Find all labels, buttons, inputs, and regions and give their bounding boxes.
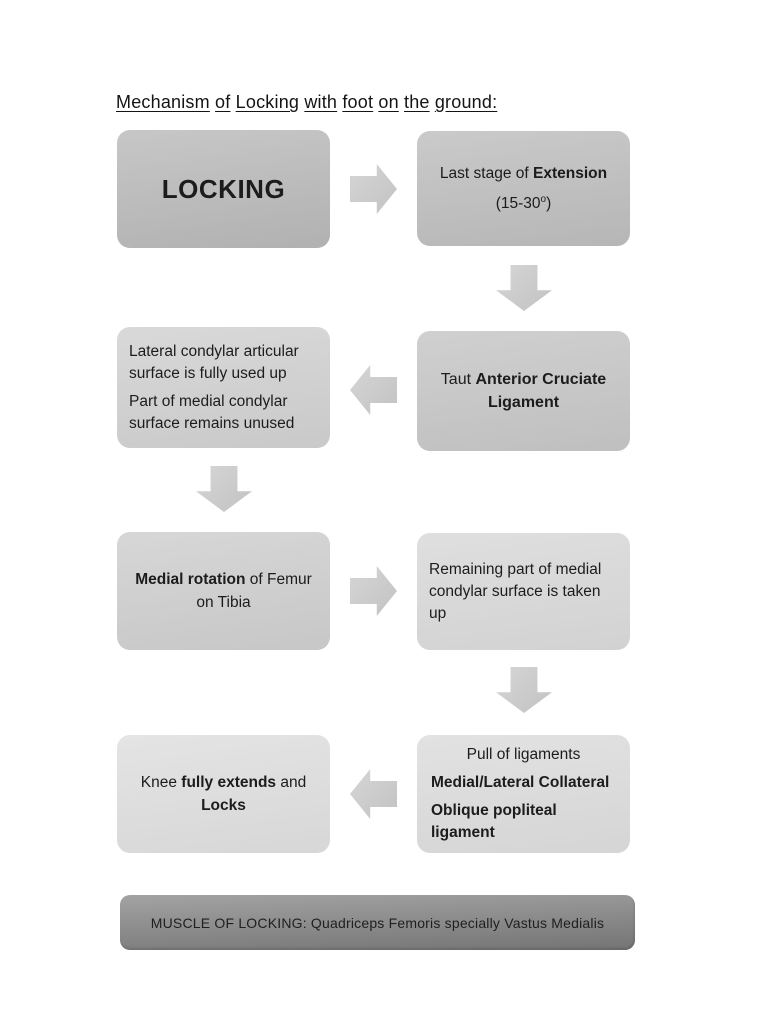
arrow-down-icon — [496, 265, 552, 311]
muscle-of-locking-banner: MUSCLE OF LOCKING: Quadriceps Femoris sp… — [120, 895, 635, 950]
page-title: Mechanism of Locking with foot on the gr… — [116, 92, 498, 112]
arrow-left-icon — [350, 769, 397, 819]
arrow-down-icon — [196, 466, 252, 512]
arrow-down-icon — [496, 667, 552, 713]
arrow-right-icon — [350, 566, 397, 616]
arrow-right-icon — [350, 164, 397, 214]
node-locking: LOCKING — [117, 130, 330, 248]
node-last-stage-extension: Last stage of Extension(15-30o) — [417, 131, 630, 246]
arrow-left-icon — [350, 365, 397, 415]
